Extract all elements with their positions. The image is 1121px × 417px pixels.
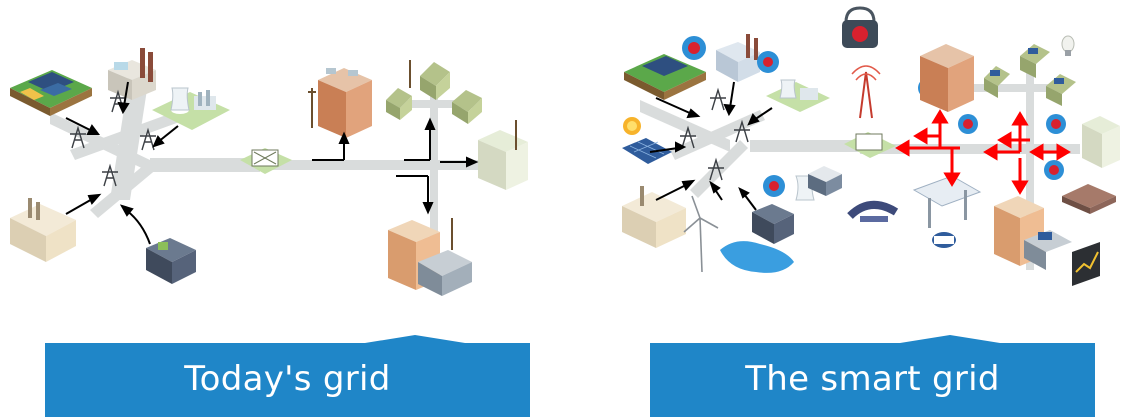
sun-icon	[623, 117, 641, 135]
transmission-tower-icon	[680, 87, 750, 181]
commercial-building-icon	[478, 120, 528, 190]
smart-meter-icon	[958, 114, 978, 134]
factory-icon	[108, 48, 156, 100]
office-building-icon	[308, 68, 372, 138]
lock-icon	[842, 6, 878, 48]
office-building-icon	[994, 196, 1072, 270]
solar-panel-icon	[622, 138, 672, 164]
todays-grid-illustration	[10, 48, 528, 296]
smart-grid-illustration	[622, 6, 1120, 286]
hydro-plant-icon	[716, 34, 760, 82]
house-icon	[1020, 44, 1050, 78]
solar-farm-icon	[624, 54, 706, 100]
smart-grid-panel: The smart grid	[560, 0, 1121, 417]
smart-meter-icon	[1046, 114, 1066, 134]
banner-shape	[45, 335, 530, 417]
banner-shape	[650, 335, 1095, 417]
smart-grid-banner: The smart grid	[650, 335, 1095, 417]
light-bulb-icon	[1061, 35, 1075, 56]
house-icon	[984, 66, 1010, 98]
smart-meter-icon	[757, 51, 779, 73]
wind-turbine-icon	[683, 195, 719, 273]
office-building-icon	[920, 44, 974, 112]
todays-grid-panel: Today's grid	[0, 0, 540, 417]
factory-icon	[622, 186, 686, 248]
todays-grid-label: Today's grid	[184, 359, 391, 399]
todays-grid-banner: Today's grid	[45, 335, 530, 417]
hydro-plant-icon	[720, 175, 815, 273]
ev-charging-station-icon	[912, 175, 982, 248]
substation-icon	[844, 132, 896, 158]
power-flow-arrows	[65, 81, 479, 245]
factory-icon	[10, 198, 76, 262]
smart-grid-label: The smart grid	[745, 359, 1000, 399]
solar-farm-icon	[10, 70, 92, 116]
control-room-icon	[847, 201, 899, 222]
smart-meter-icon	[763, 175, 785, 197]
house-icon	[386, 88, 412, 120]
smart-flow-arrows	[895, 109, 1071, 195]
nuclear-plant-icon	[766, 79, 830, 112]
smart-meter-icon	[1044, 160, 1064, 180]
grid-roads	[50, 70, 500, 240]
radio-tower-icon	[851, 65, 881, 119]
house-icon	[420, 62, 450, 100]
house-icon	[1046, 74, 1076, 106]
house-icon	[452, 90, 482, 124]
office-building-icon	[388, 218, 472, 296]
chart-display-icon	[1072, 242, 1100, 286]
commercial-building-icon	[1082, 116, 1120, 168]
smart-meter-icon	[682, 36, 706, 60]
power-flow-arrows	[649, 81, 773, 211]
data-center-icon	[1062, 184, 1116, 214]
substation-icon	[240, 148, 292, 174]
nuclear-plant-icon	[152, 87, 230, 130]
power-plant-icon	[146, 238, 196, 284]
battery-icon	[808, 166, 842, 196]
